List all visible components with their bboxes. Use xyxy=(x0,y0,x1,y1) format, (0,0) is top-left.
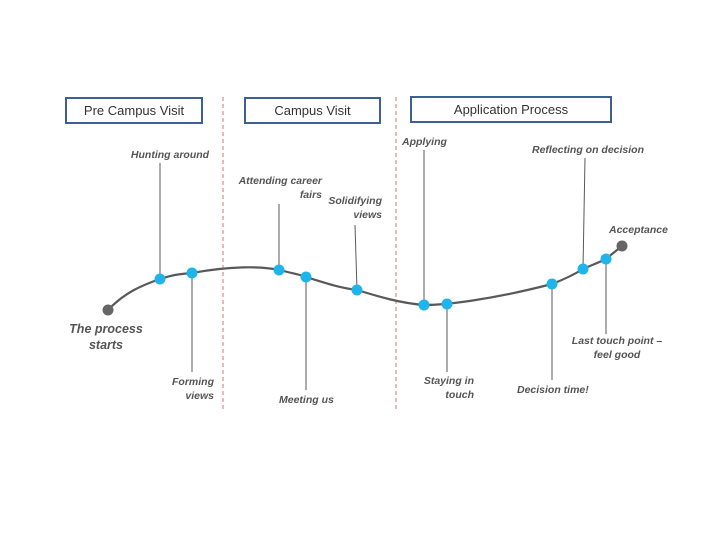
phase-pre-campus-visit: Pre Campus Visit xyxy=(65,97,203,124)
label-career: Attending career fairs xyxy=(238,175,322,201)
point-solidifying xyxy=(351,284,363,296)
label-meeting: Meeting us xyxy=(279,394,334,406)
label-applying: Applying xyxy=(402,136,447,148)
label-start: The process starts xyxy=(69,322,143,352)
point-hunting xyxy=(154,273,166,285)
label-lasttouch: Last touch point – feel good xyxy=(571,335,663,361)
label-reflecting: Reflecting on decision xyxy=(531,144,644,156)
phase-label: Campus Visit xyxy=(274,103,351,118)
label-hunting: Hunting around xyxy=(130,149,210,161)
point-meeting xyxy=(300,271,312,283)
point-decision xyxy=(546,278,558,290)
leader-reflecting xyxy=(582,157,586,270)
phase-application-process: Application Process xyxy=(410,96,612,123)
journey-curve xyxy=(107,245,623,311)
acceptance-point xyxy=(616,240,628,252)
label-forming: Forming views xyxy=(172,376,214,402)
label-staying: Staying in touch xyxy=(423,375,474,401)
phase-label: Application Process xyxy=(453,102,569,117)
label-decision: Decision time! xyxy=(517,384,589,396)
leader-solidifying xyxy=(354,224,358,291)
start-point xyxy=(102,304,114,316)
point-forming xyxy=(186,267,198,279)
point-lasttouch xyxy=(600,253,612,265)
point-staying xyxy=(441,298,453,310)
phase-campus-visit: Campus Visit xyxy=(244,97,381,124)
point-reflecting xyxy=(577,263,589,275)
label-acceptance: Acceptance xyxy=(609,224,668,236)
label-solidifying: Solidifying views xyxy=(328,195,382,221)
point-applying xyxy=(418,299,430,311)
phase-label: Pre Campus Visit xyxy=(83,103,185,118)
point-career xyxy=(273,264,285,276)
